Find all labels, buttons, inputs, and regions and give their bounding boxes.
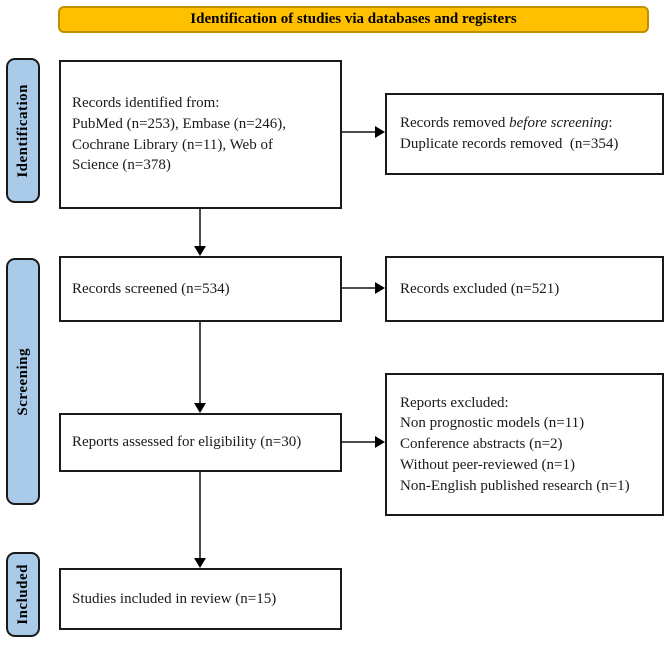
records-identified-line: PubMed (n=253), Embase (n=246), [72,115,286,132]
arrow-line [342,131,377,133]
arrowhead-down-icon [194,246,206,256]
records-identified-line: Records identified from: [72,95,220,112]
box-records-screened: Records screened (n=534) [59,256,342,322]
records-identified-line: Science (n=378) [72,157,171,174]
reports-excluded-line: Non prognostic models (n=11) [400,415,585,432]
arrowhead-right-icon [375,126,385,138]
records-removed-suffix: : [608,115,613,132]
records-screened-text: Records screened (n=534) [72,280,230,297]
reports-excluded-line: Conference abstracts (n=2) [400,436,563,453]
arrow-line [199,322,201,405]
banner-title: Identification of studies via databases … [58,6,649,33]
stage-tab-included: Included [6,552,40,637]
arrow-line [342,441,377,443]
stage-tab-screening: Screening [6,258,40,505]
reports-excluded-line: Reports excluded: [400,394,509,411]
records-excluded-text: Records excluded (n=521) [400,280,560,297]
stage-tab-identification: Identification [6,58,40,203]
arrowhead-down-icon [194,403,206,413]
arrowhead-down-icon [194,558,206,568]
arrow-line [342,287,377,289]
records-removed-italic: before screening [509,115,609,132]
box-records-excluded: Records excluded (n=521) [385,256,664,322]
reports-excluded-line: Without peer-reviewed (n=1) [400,456,575,473]
studies-included-text: Studies included in review (n=15) [72,590,277,607]
box-records-identified: Records identified from: PubMed (n=253),… [59,60,342,209]
reports-excluded-line: Non-English published research (n=1) [400,477,630,494]
stage-label-identification: Identification [14,83,31,178]
box-records-removed: Records removed before screening: Duplic… [385,93,664,175]
arrowhead-right-icon [375,436,385,448]
banner-title-label: Identification of studies via databases … [190,11,517,27]
reports-assessed-text: Reports assessed for eligibility (n=30) [72,434,302,451]
records-removed-prefix: Records removed [400,115,510,132]
stage-label-screening: Screening [14,347,31,416]
records-identified-line: Cochrane Library (n=11), Web of [72,136,273,153]
arrow-line [199,472,201,560]
box-studies-included: Studies included in review (n=15) [59,568,342,630]
arrowhead-right-icon [375,282,385,294]
box-reports-assessed: Reports assessed for eligibility (n=30) [59,413,342,472]
stage-label-included: Included [14,564,31,625]
box-reports-excluded: Reports excluded: Non prognostic models … [385,373,664,516]
records-removed-line1: Records removed before screening: [400,113,656,134]
arrow-line [199,209,201,248]
records-removed-line2: Duplicate records removed (n=354) [400,136,619,152]
